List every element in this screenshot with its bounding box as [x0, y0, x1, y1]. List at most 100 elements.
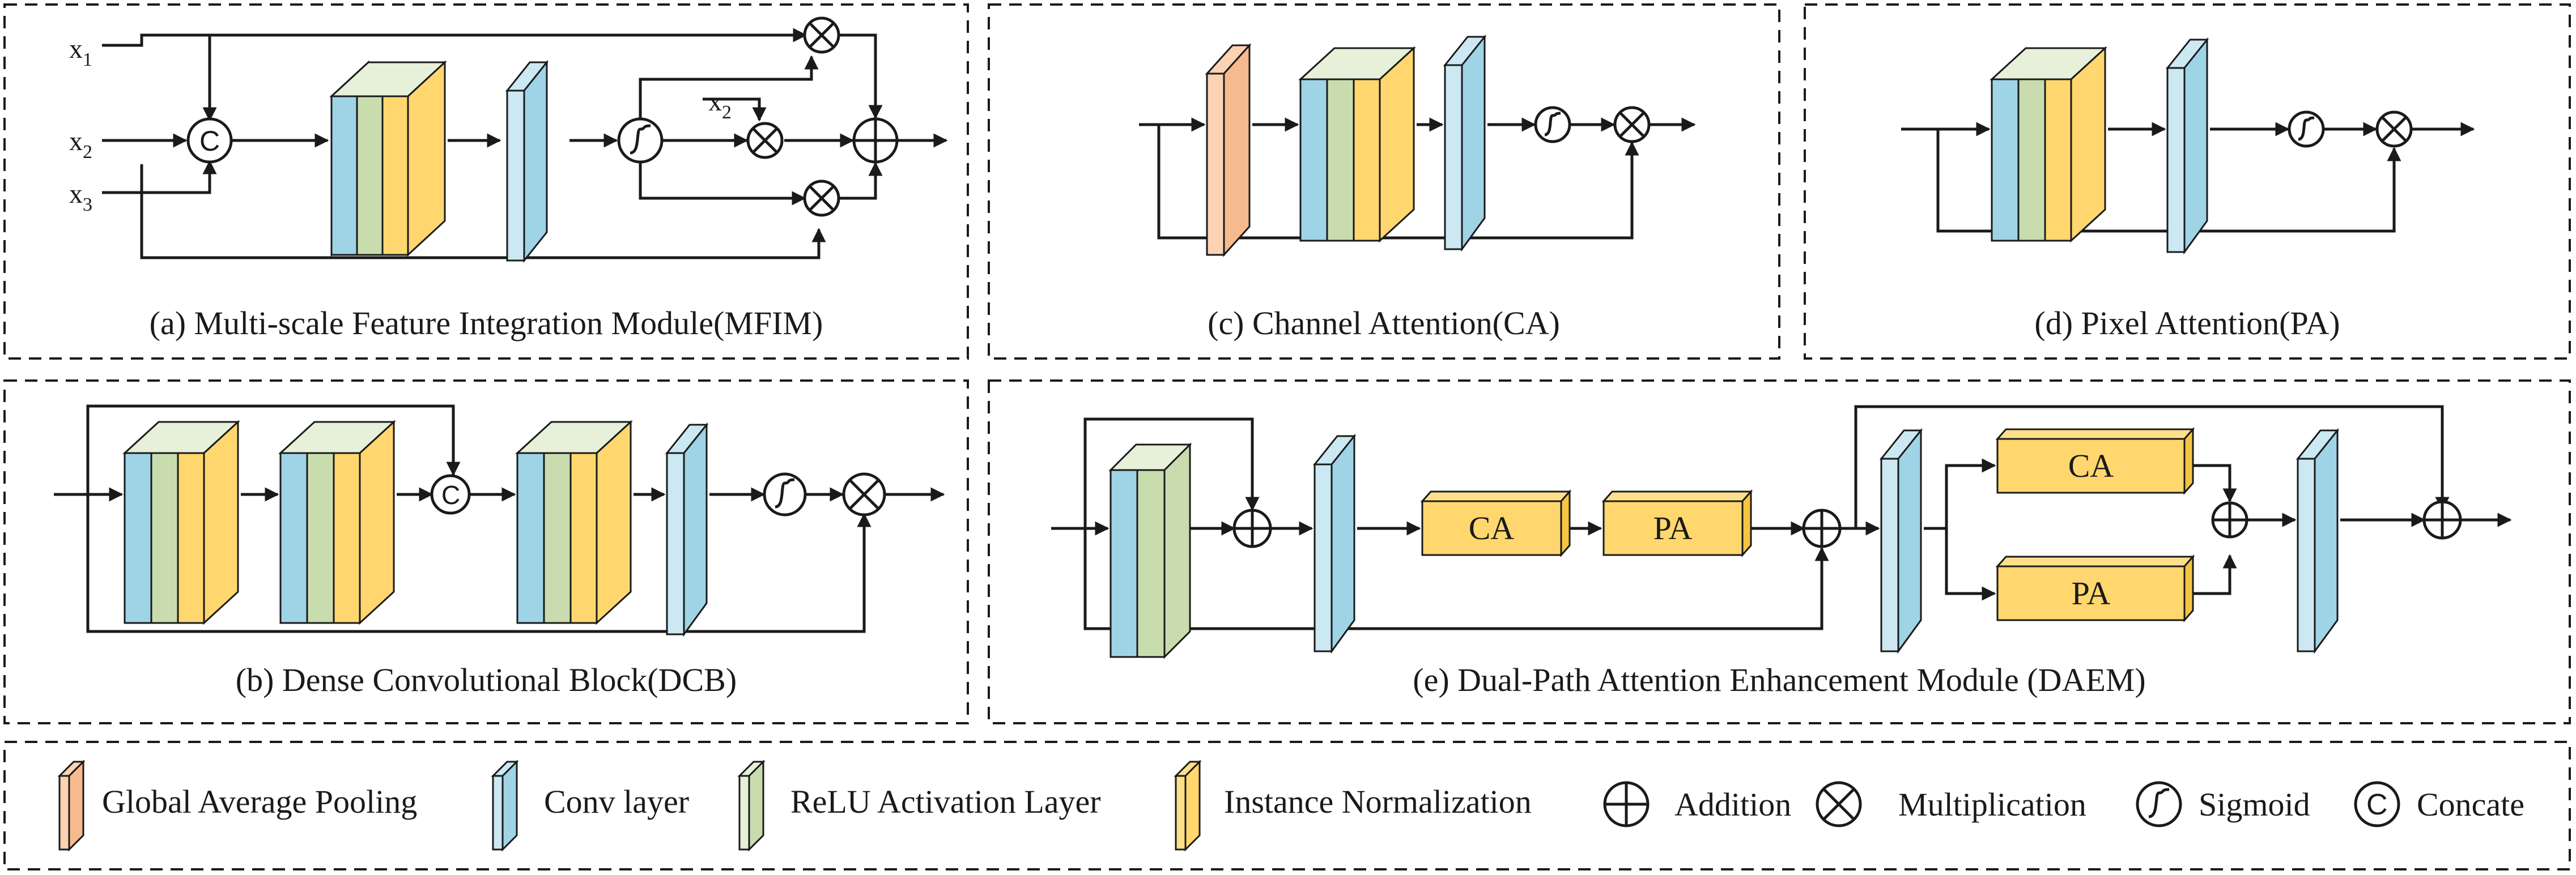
legend-multiplication-icon — [1816, 781, 1862, 827]
multiplication-icon — [809, 22, 835, 48]
wire-x3-to-concat — [142, 160, 217, 194]
input-x2-label: x2 — [69, 126, 92, 163]
wire-mult3-to-add — [839, 161, 883, 200]
panel-b-frame — [3, 379, 969, 724]
legend-gap-label: Global Average Pooling — [102, 783, 417, 820]
cbr-block-b3 — [515, 420, 633, 625]
gap-layer — [1205, 43, 1252, 257]
wire-x3-stub — [102, 164, 143, 194]
ca-label: CA — [2068, 447, 2114, 484]
sigmoid-op-c — [1534, 106, 1571, 143]
pa-block-e2: PA — [1995, 554, 2195, 622]
inner-x2-label: x2 — [708, 87, 732, 123]
legend-sigmoid-icon — [2136, 781, 2182, 827]
legend-instnorm-label: Instance Normalization — [1224, 783, 1532, 820]
multiplication-icon — [752, 127, 778, 153]
panel-d-caption: (d) Pixel Attention(PA) — [2034, 305, 2340, 342]
addition-icon — [2424, 502, 2460, 538]
sigmoid-icon — [775, 478, 795, 509]
wire-mult1-to-add — [839, 33, 883, 119]
multiplication-icon — [1619, 112, 1645, 138]
conv-layer-e3 — [2296, 428, 2340, 654]
sigmoid-icon — [1544, 112, 1561, 136]
ca-label: CA — [1469, 510, 1515, 547]
conv-layer-d — [2165, 37, 2209, 255]
sigmoid-op — [617, 117, 664, 164]
add-op-a — [852, 117, 899, 164]
concat-op: C — [186, 117, 233, 164]
wire-b-dense-skip — [86, 404, 461, 494]
wire-e-outer-skip — [1854, 405, 2450, 528]
panel-a: x1 x2 x3 x2 C — [69, 16, 948, 342]
wire-x1-to-concat — [140, 33, 217, 122]
legend-gap-icon — [57, 759, 86, 852]
panel-c: (c) Channel Attention(CA) — [1139, 34, 1696, 342]
input-x3-label: x3 — [69, 179, 92, 215]
legend-multiplication-label: Multiplication — [1898, 786, 2086, 823]
wire-c-skip — [1157, 125, 1639, 240]
wire-sigmoid-down — [639, 162, 806, 206]
addition-icon — [2213, 503, 2247, 537]
wire-d-skip — [1936, 129, 2401, 233]
conv-layer-b — [665, 422, 709, 637]
multiplication-icon — [2381, 116, 2407, 142]
panel-d-frame — [1804, 3, 2571, 360]
mult-op-c — [1613, 106, 1651, 143]
legend-sigmoid-label: Sigmoid — [2199, 786, 2310, 823]
wire-b-bottom-skip — [86, 494, 872, 633]
wire-x3-bottom — [140, 193, 826, 259]
panel-a-caption: (a) Multi-scale Feature Integration Modu… — [150, 305, 823, 342]
wire-x1-stub — [102, 35, 143, 47]
sigmoid-op-d — [2288, 110, 2325, 148]
conv-layer-c — [1443, 34, 1487, 252]
sigmoid-icon — [2298, 116, 2315, 141]
concat-op-b: C — [430, 474, 471, 515]
add-op-e2 — [1802, 509, 1842, 548]
add-op-e1 — [1232, 509, 1272, 548]
wire-e-to-pa2 — [1945, 528, 1996, 601]
conv-relu-block-e — [1108, 442, 1192, 659]
panel-b-caption: (b) Dense Convolutional Block(DCB) — [236, 661, 737, 698]
legend-relu-label: ReLU Activation Layer — [790, 783, 1101, 820]
legend-concate-label: Concate — [2417, 786, 2524, 823]
conv-layer-e1 — [1312, 433, 1357, 654]
pa-label: PA — [2072, 575, 2111, 612]
panel-e: CA PA CA — [1051, 405, 2512, 698]
legend-addition-icon — [1603, 781, 1650, 827]
mult-op-b — [842, 472, 886, 517]
mult-op-2 — [746, 122, 784, 159]
pa-label: PA — [1653, 510, 1693, 547]
panel-b: C (b) Dense Convolutional Block(DCB) — [54, 404, 945, 698]
addition-icon — [1234, 510, 1270, 547]
conv-layer — [330, 95, 358, 256]
addition-icon — [1804, 510, 1840, 547]
panel-e-frame — [988, 379, 2571, 724]
legend-addition-label: Addition — [1674, 786, 1791, 823]
mult-op-1 — [803, 16, 840, 54]
cbr-block — [329, 60, 447, 257]
concat-icon: C — [441, 480, 460, 510]
panel-e-caption: (e) Dual-Path Attention Enhancement Modu… — [1413, 661, 2145, 698]
ca-block-e2: CA — [1995, 427, 2195, 495]
legend-relu-icon — [737, 759, 766, 852]
conv-layer-e2 — [1879, 428, 1923, 654]
mult-op-d — [2375, 110, 2413, 148]
addition-icon — [854, 119, 897, 162]
cbr-block-d — [1990, 46, 2107, 243]
wire-e-long-skip — [1083, 528, 1829, 630]
panel-a-frame — [3, 3, 969, 360]
conv-layer-a — [505, 59, 549, 263]
instnorm-layer — [381, 95, 409, 256]
input-x1-label: x1 — [69, 34, 92, 70]
legend: Global Average Pooling Conv layer ReLU A… — [57, 759, 2524, 852]
cbr-block-b2 — [278, 420, 396, 625]
legend-concat-icon: C — [2354, 781, 2400, 827]
panel-c-caption: (c) Channel Attention(CA) — [1208, 305, 1560, 342]
wire-e-inner-skip — [1083, 417, 1260, 528]
wire-e-to-ca2 — [1924, 458, 1996, 530]
legend-conv-label: Conv layer — [544, 783, 689, 820]
cbr-block-c — [1298, 46, 1416, 243]
add-op-e3 — [2211, 501, 2248, 539]
wire-x2-inner — [703, 97, 767, 122]
